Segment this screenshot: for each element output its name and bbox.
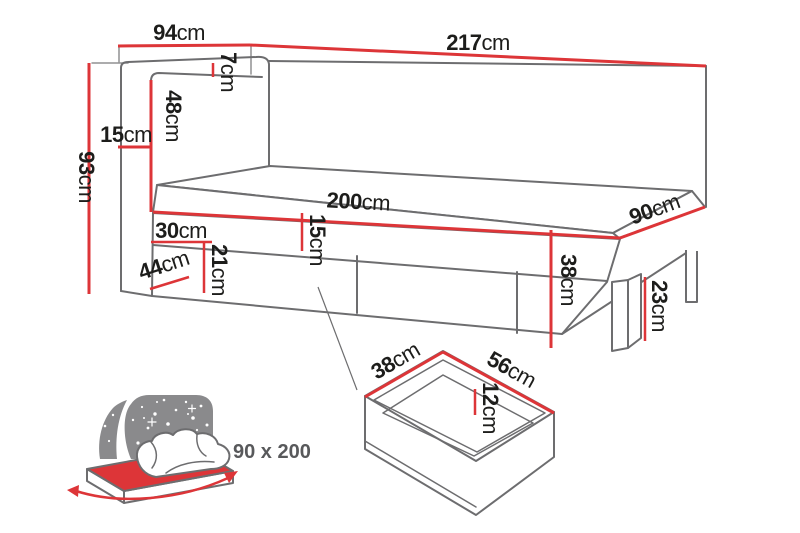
dim-label-15-left: 15cm bbox=[100, 122, 152, 147]
dim-line-217 bbox=[249, 43, 707, 68]
dim-label-23: 23cm bbox=[647, 280, 672, 332]
bed-drawing bbox=[120, 55, 707, 352]
dim-label-200: 200cm bbox=[326, 187, 391, 215]
icon-arrow bbox=[75, 476, 229, 501]
front-leg-face bbox=[611, 279, 629, 352]
icon-blanket-fold-1 bbox=[150, 441, 158, 469]
dim-label-21: 21cm bbox=[207, 244, 232, 296]
dim-label-48: 48cm bbox=[161, 90, 186, 142]
dimension-lines bbox=[87, 43, 707, 415]
dim-line-90 bbox=[619, 205, 706, 240]
back-panel-top-edge bbox=[268, 60, 707, 67]
dim-label-drawer-12: 12cm bbox=[478, 382, 503, 434]
headboard-outline bbox=[120, 55, 270, 292]
drawer-skirt bbox=[364, 395, 555, 516]
dim-line-drawer-38 bbox=[364, 350, 444, 399]
dim-label-94: 94cm bbox=[153, 20, 205, 45]
drawer-front-lip bbox=[364, 440, 477, 508]
icon-blanket-fold-3 bbox=[165, 460, 215, 474]
icon-size-label: 90 x 200 bbox=[233, 441, 311, 463]
dim-label-15-rail: 15cm bbox=[305, 214, 330, 266]
icon-headboard-swoosh bbox=[99, 400, 127, 459]
rear-leg bbox=[685, 250, 698, 303]
icon-arrowhead-left bbox=[67, 485, 79, 497]
frame-rail-line bbox=[152, 244, 608, 282]
drawer-floor bbox=[382, 374, 534, 457]
dim-label-7: 7cm bbox=[216, 52, 241, 92]
dim-line-200 bbox=[152, 210, 621, 240]
dim-label-93: 93cm bbox=[74, 151, 99, 203]
drawer-leader-line bbox=[317, 286, 358, 391]
drawer-rim-inner bbox=[373, 359, 546, 453]
dim-label-217: 217cm bbox=[446, 30, 510, 55]
icon-arrowhead-right bbox=[224, 471, 238, 483]
dim-label-38: 38cm bbox=[556, 254, 581, 306]
dim-line-94 bbox=[117, 43, 251, 48]
bed-size-icon: 90 x 200 bbox=[67, 395, 311, 504]
dim-line-44 bbox=[149, 275, 190, 291]
dim-label-30: 30cm bbox=[155, 218, 207, 243]
dim-line-drawer-56 bbox=[442, 350, 555, 415]
floor-edge bbox=[120, 290, 153, 297]
icon-blanket-fold-2 bbox=[196, 434, 207, 457]
front-leg-side bbox=[627, 273, 642, 349]
icon-blanket bbox=[135, 428, 231, 478]
